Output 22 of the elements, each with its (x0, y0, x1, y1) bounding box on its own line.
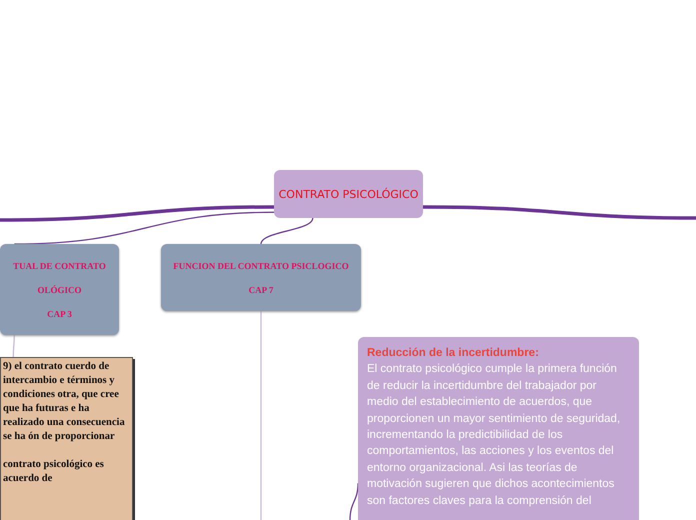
connector-line (260, 218, 314, 244)
body-text: El contrato psicológico cumple la primera función de reducir la incertidumbre del trabajador por medio del establecimiento de acuerdos, que proporcionen un mayor sentimiento de seguridad, incrementando la predictibilidad de los comportamientos, las acciones y los eventos del entorno organizacional. Asi las teorías de motivación sugieren que dichos acontecimientos son factores claves para la comprensión del (367, 362, 622, 509)
heading-text: Reducción de la incertidumbre: (367, 346, 540, 361)
subtopic-box (161, 244, 361, 311)
note-box (0, 357, 133, 520)
connector-line (260, 311, 262, 520)
body-text: CAP 7 (248, 284, 274, 294)
connector-line (0, 205, 274, 222)
connector-line (14, 212, 276, 245)
body-text: TUAL DE CONTRATO (13, 260, 106, 270)
body-text: OLÓGICO (37, 284, 82, 294)
connector-line (349, 483, 359, 520)
subtopic-box (0, 244, 119, 335)
body-text: CONTRATO PSICOLÓGICO (278, 188, 418, 200)
body-text: FUNCION DEL CONTRATO PSICLOGICO (173, 260, 349, 270)
body-text: CAP 3 (47, 308, 72, 318)
topic-box (274, 170, 423, 218)
body-text: contrato psicológico es acuerdo de (3, 458, 105, 486)
body-text: 9) el contrato cuerdo de intercambio e términos y condiciones otra, que cree que ha futuras e ha realizado una consecuencia se ha ón de proporcionar (3, 360, 126, 444)
note-box (358, 337, 639, 520)
connector-line (422, 205, 696, 220)
connector-line (12, 335, 15, 357)
